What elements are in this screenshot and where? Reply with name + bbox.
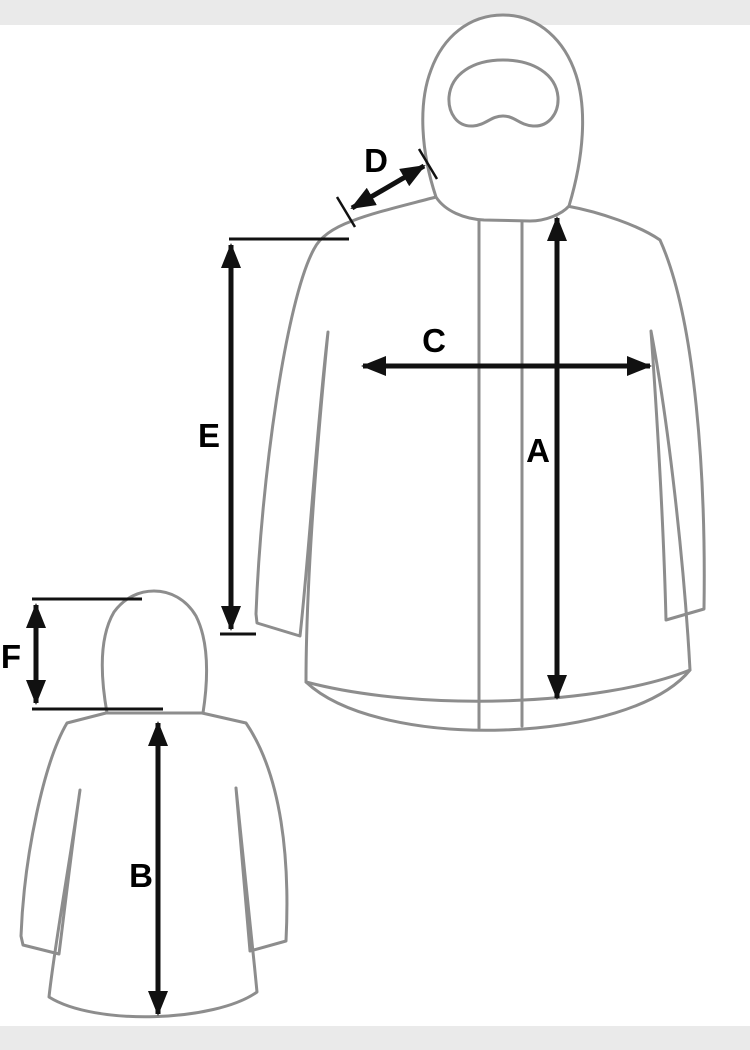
measurement-c: C [360,322,653,376]
measurement-d: D [335,142,439,228]
measurement-a-label: A [526,432,550,469]
measurement-a: A [526,215,567,701]
hood-face-opening [447,58,560,128]
bottom-band [0,1026,750,1050]
back-jacket-body [19,711,289,1019]
front-jacket-illustration [254,13,706,732]
measurement-b: B [129,720,168,1017]
measurement-f-label: F [1,638,21,675]
front-jacket-hood [421,13,585,223]
measurement-c-label: C [422,322,446,359]
measurement-d-arrow [350,163,426,211]
measurement-e: E [198,237,349,636]
measurement-d-tick-right [417,148,439,180]
back-jacket-illustration [19,589,289,1019]
measurement-e-label: E [198,417,220,454]
measurement-b-label: B [129,857,153,894]
back-jacket-hood [100,589,209,715]
measurement-f: F [1,597,163,711]
hem-inner-line [304,668,692,703]
top-band [0,0,750,25]
measurement-d-tick-left [335,196,357,228]
measurement-d-label: D [364,142,388,179]
